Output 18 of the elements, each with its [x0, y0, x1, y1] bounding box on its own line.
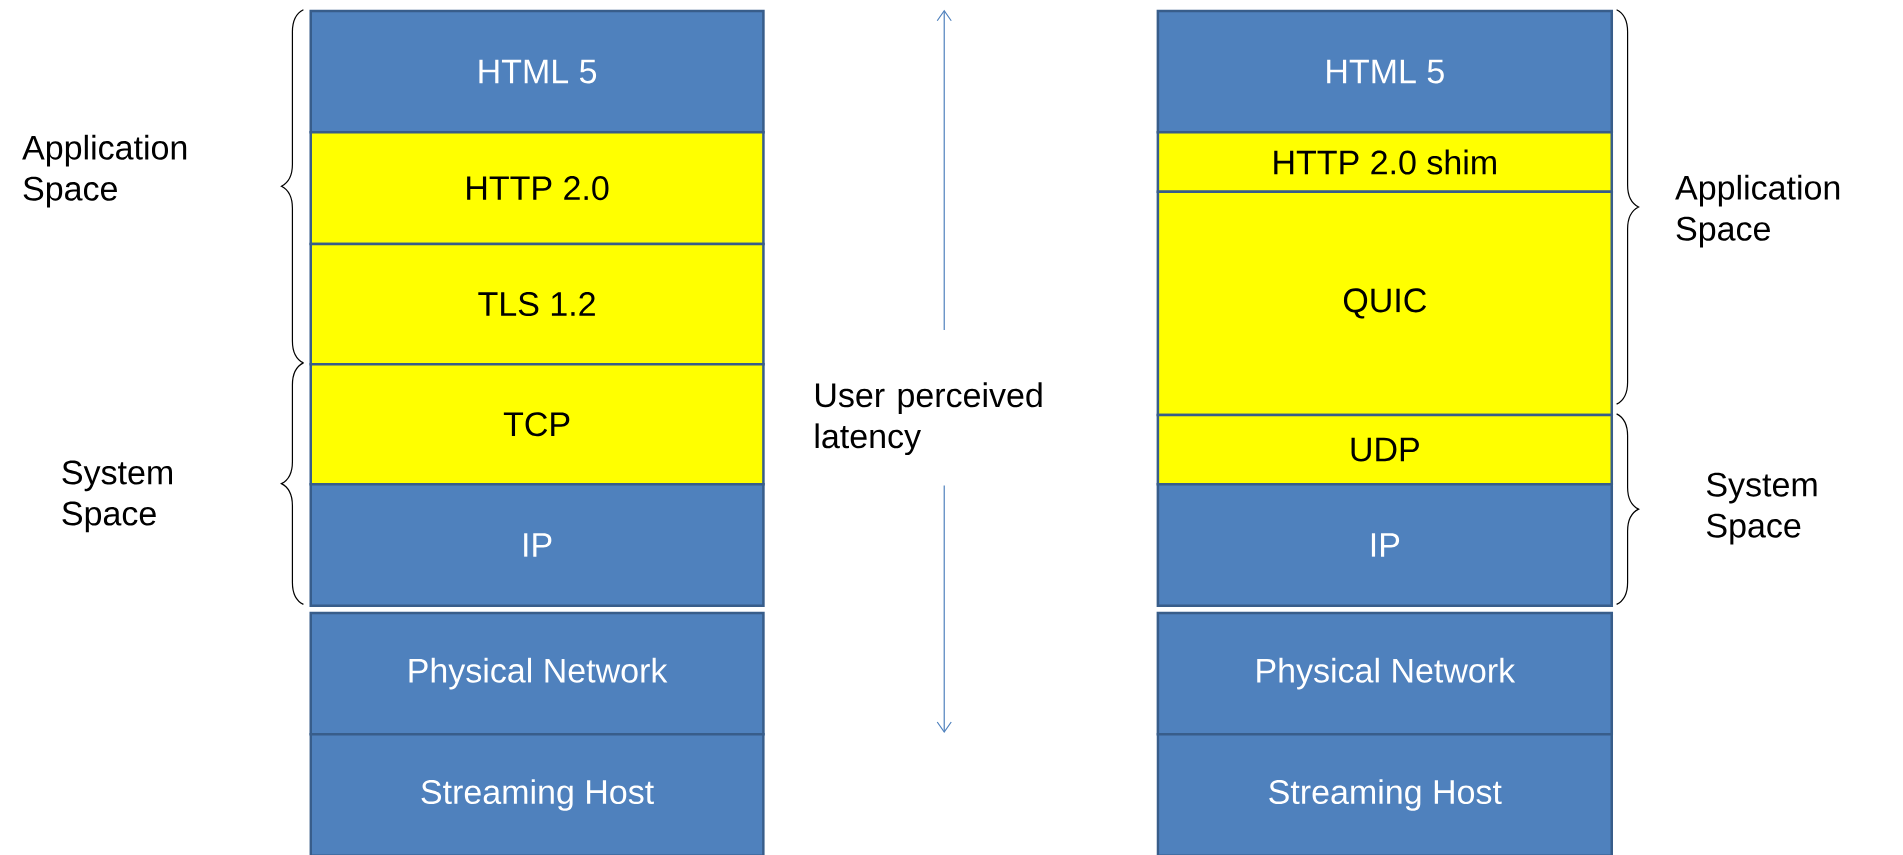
layer-box: UDP	[1156, 413, 1614, 486]
layer-box: Streaming Host	[309, 733, 765, 855]
text-label: User perceived latency	[815, 382, 1042, 456]
text-label: System Space	[1706, 472, 1817, 545]
layer-box: HTTP 2.0 shim	[1156, 131, 1614, 194]
text-label: System Space	[62, 460, 172, 533]
text-label: Application Space	[1675, 174, 1840, 248]
layer-box: HTML 5	[309, 9, 765, 134]
layer-box: TLS 1.2	[309, 242, 765, 366]
layer-box: TCP	[309, 362, 765, 486]
layer-box: Streaming Host	[1156, 733, 1614, 855]
layer-box: IP	[309, 483, 765, 607]
layer-box: HTTP 2.0	[309, 131, 765, 246]
layer-box: Physical Network	[1156, 611, 1614, 736]
layer-box: HTML 5	[1156, 9, 1614, 134]
layer-box: IP	[1156, 483, 1614, 607]
text-label: Application Space	[22, 134, 187, 208]
layer-box: Physical Network	[309, 611, 765, 736]
